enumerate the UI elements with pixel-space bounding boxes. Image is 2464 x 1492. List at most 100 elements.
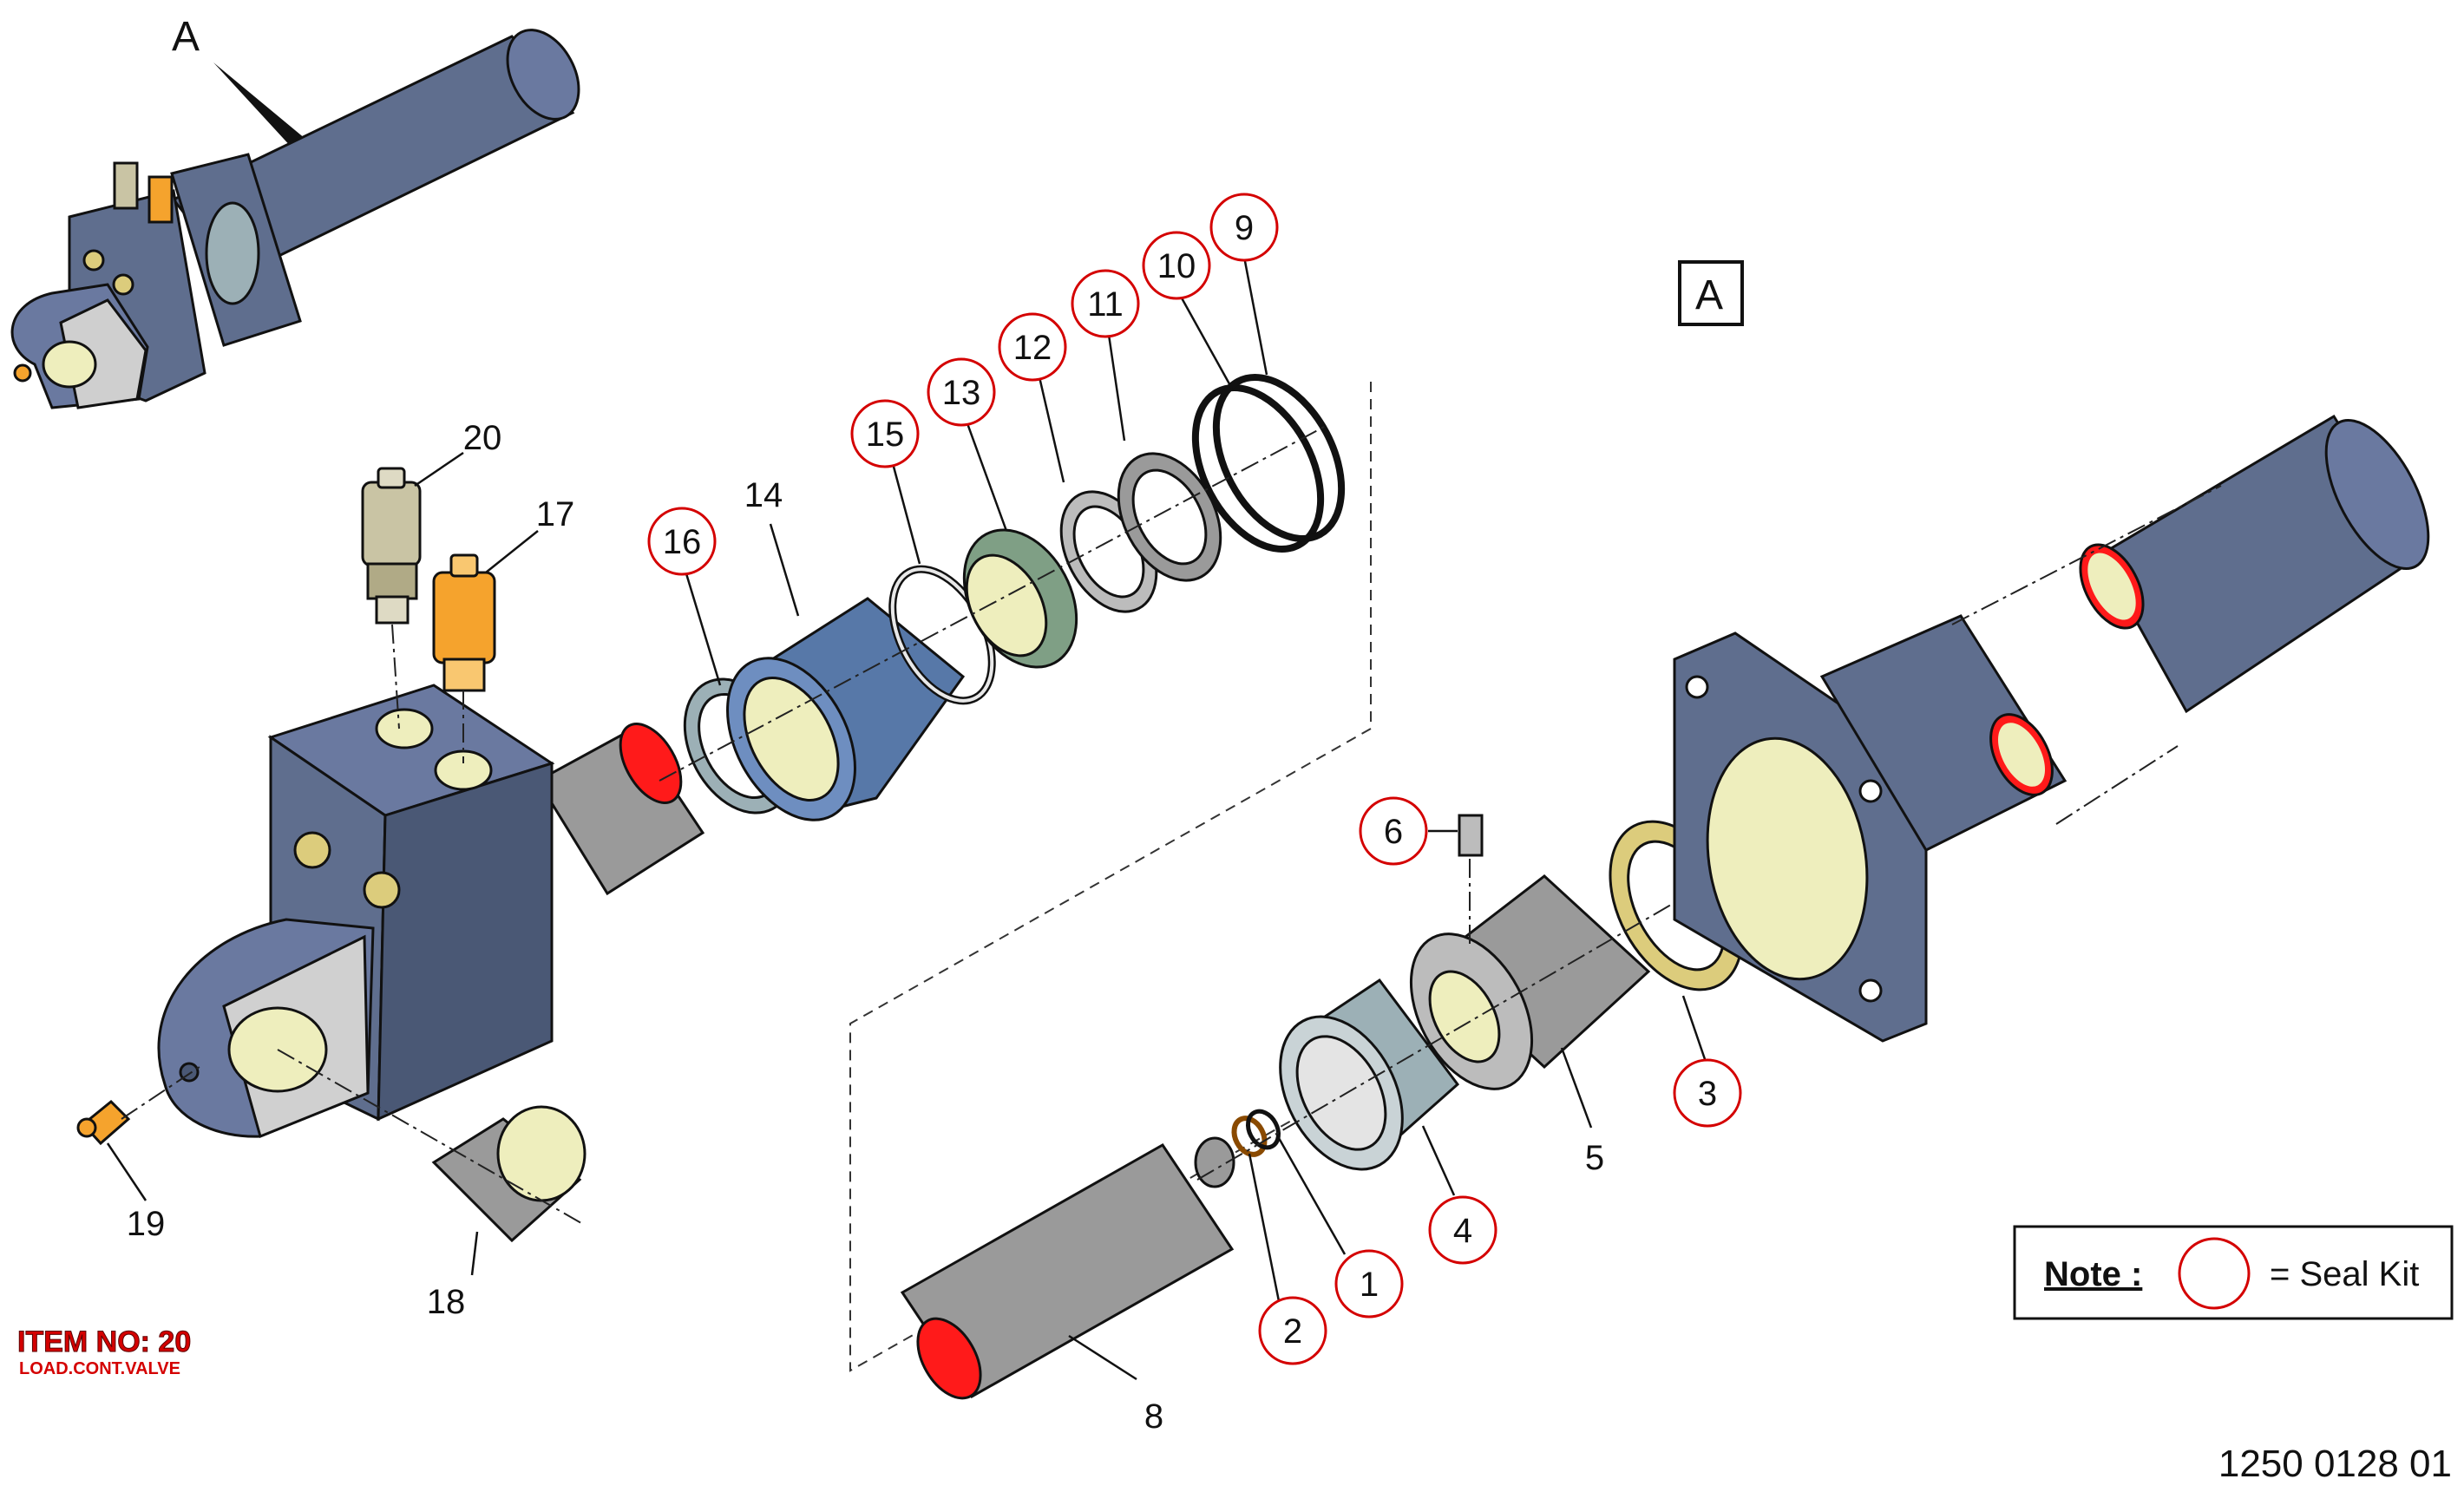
leader-2 <box>1248 1153 1281 1302</box>
callout-13-label: 13 <box>942 374 981 412</box>
bushing-centerline <box>277 1049 582 1224</box>
callout-16-circle <box>647 507 717 576</box>
leader-lines <box>106 256 1707 1381</box>
part-14-gland-bore <box>743 677 840 802</box>
rod-stub <box>535 727 705 896</box>
leader-8 <box>1068 1334 1137 1381</box>
valve-20-thread <box>375 595 410 625</box>
leader-18 <box>470 1231 479 1276</box>
inset-port-1 <box>82 249 105 272</box>
callout-9-circle <box>1209 193 1279 262</box>
drawing-number: 1250 0128 01 <box>2218 1443 2452 1485</box>
leader-14 <box>769 523 800 617</box>
callout-15-circle <box>850 399 920 468</box>
callout-17-label: 17 <box>536 495 575 533</box>
callout-20: 20 <box>463 419 502 457</box>
view-box-a <box>1678 260 1744 326</box>
callout-6-circle <box>1359 796 1428 866</box>
callout-9: 9 <box>1209 193 1279 262</box>
valve-17-body <box>432 571 496 664</box>
callout-16-label: 16 <box>663 523 702 561</box>
valve-17-cap <box>449 553 479 578</box>
grease-nipple-19 <box>76 1099 131 1146</box>
callout-11: 11 <box>1071 269 1140 338</box>
part-5-piston-bore <box>1428 970 1501 1063</box>
part-9-ring <box>1212 374 1346 542</box>
block-side <box>377 761 554 1122</box>
note-box: Note : = Seal Kit <box>2013 1225 2454 1320</box>
callout-18: 18 <box>427 1283 466 1321</box>
bushing-18 <box>431 1105 587 1243</box>
note-seal-circle <box>2178 1237 2251 1310</box>
inset-valve-17 <box>147 175 174 224</box>
callout-4: 4 <box>1428 1195 1497 1265</box>
piston-centerline <box>1196 867 1736 1181</box>
callout-15-label: 15 <box>866 416 905 454</box>
view-arrow-pointer <box>213 62 305 149</box>
leader-10 <box>1178 294 1234 389</box>
barrel-centerline <box>1951 485 2222 625</box>
part-6-set-screw <box>1458 814 1484 857</box>
callout-19: 19 <box>127 1205 166 1243</box>
callout-18-label: 18 <box>427 1283 466 1321</box>
barrel-tube-short <box>1819 614 2068 852</box>
callout-6-label: 6 <box>1384 813 1403 851</box>
leader-12 <box>1036 369 1065 483</box>
part-10-ring <box>1191 384 1325 553</box>
leader-15 <box>892 466 921 565</box>
barrel-tube-long-inner <box>2087 553 2136 620</box>
callout-20-label: 20 <box>463 419 502 457</box>
inset-view-a: A <box>10 14 580 409</box>
callout-4-circle <box>1428 1195 1497 1265</box>
callout-11-circle <box>1071 269 1140 338</box>
leader-20 <box>414 451 464 488</box>
callout-13-circle <box>927 357 996 427</box>
leader-4 <box>1421 1125 1456 1196</box>
item-title: ITEM NO: 20 <box>17 1325 191 1358</box>
bushing-18-end <box>496 1105 587 1202</box>
piston-stack <box>900 814 1744 1400</box>
callout-1: 1 <box>1334 1249 1404 1319</box>
callout-5: 5 <box>1585 1139 1604 1177</box>
callout-10-label: 10 <box>1157 247 1196 285</box>
callout-2-label: 2 <box>1283 1312 1302 1351</box>
barrel-tube-long-end <box>2324 418 2430 571</box>
gland-dashed-boundary <box>849 382 1372 1372</box>
callout-3: 3 <box>1673 1058 1742 1128</box>
leader-16 <box>684 570 722 686</box>
note-text: = Seal Kit <box>2270 1255 2419 1293</box>
inset-valve-20 <box>113 161 139 210</box>
callout-13: 13 <box>927 357 996 427</box>
view-box-a-label: A <box>1695 272 1723 318</box>
callout-16: 16 <box>647 507 717 576</box>
callout-3-label: 3 <box>1698 1075 1717 1113</box>
valve-20 <box>361 467 422 625</box>
callout-1-label: 1 <box>1360 1266 1379 1304</box>
flange-hole-1 <box>1685 675 1709 699</box>
callout-17: 17 <box>536 495 575 533</box>
callout-12-circle <box>998 312 1067 382</box>
part-4-seal-bore <box>1295 1035 1387 1151</box>
callout-12: 12 <box>998 312 1067 382</box>
leader-11 <box>1107 334 1126 442</box>
block-port-top-1 <box>375 708 434 749</box>
callout-5-label: 5 <box>1585 1139 1604 1177</box>
callout-9-label: 9 <box>1235 209 1254 247</box>
valve-20-body <box>361 481 422 567</box>
part-1-o-ring <box>1245 1109 1281 1150</box>
valve-20-centerline <box>391 624 400 730</box>
clevis-centerline <box>121 1066 200 1120</box>
callout-4-label: 4 <box>1453 1212 1472 1250</box>
callout-15: 15 <box>850 399 920 468</box>
callout-8-label: 8 <box>1144 1397 1163 1436</box>
part-2-o-ring <box>1231 1116 1268 1157</box>
callout-8: 8 <box>1144 1397 1163 1436</box>
callout-14: 14 <box>744 476 783 514</box>
callouts: 1 2 3 4 5 6 8 9 10 <box>127 193 1742 1436</box>
barrel-flange-bore <box>1706 736 1869 981</box>
block-port-front-2 <box>363 871 401 909</box>
callout-10-circle <box>1142 231 1211 300</box>
gland-seal-stack <box>659 374 1372 1372</box>
callout-3-circle <box>1673 1058 1742 1128</box>
